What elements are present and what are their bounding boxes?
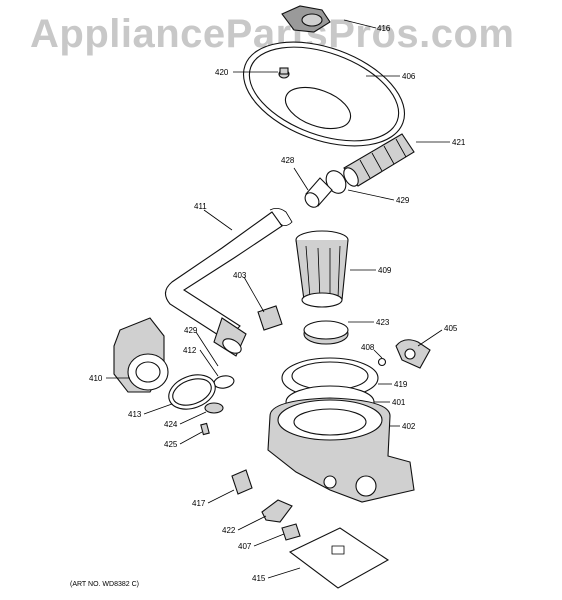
callout-425[interactable]: 425 [164,440,178,449]
part-421-ribbed-hose[interactable] [341,133,415,189]
callout-409[interactable]: 409 [378,266,392,275]
part-416-cap[interactable] [281,5,331,33]
part-407-clip[interactable] [281,523,301,541]
callout-401[interactable]: 401 [392,398,406,407]
part-402-sump[interactable] [267,397,415,503]
art-number: (ART NO. WD8382 C) [70,581,139,588]
callout-424[interactable]: 424 [164,420,178,429]
part-412-oring[interactable] [213,374,235,389]
part-428-tube[interactable] [302,177,333,210]
callout-416[interactable]: 416 [377,24,391,33]
part-405-sensor[interactable] [395,339,431,369]
part-409-filter[interactable] [295,230,349,308]
callout-421[interactable]: 421 [452,138,466,147]
callout-labels: 416 420 406 421 428 429 411 409 403 423 … [89,24,466,583]
callout-422[interactable]: 422 [222,526,236,535]
part-425-pin[interactable] [200,422,210,436]
part-424-cap[interactable] [204,402,224,414]
callout-407[interactable]: 407 [238,542,252,551]
part-410-pump-motor[interactable] [113,317,169,393]
callout-402[interactable]: 402 [402,422,416,431]
callout-419[interactable]: 419 [394,380,408,389]
callout-403[interactable]: 403 [233,271,247,280]
part-403-bracket[interactable] [257,305,283,331]
part-422-plug[interactable] [261,499,293,523]
callout-428[interactable]: 428 [281,156,295,165]
callout-423[interactable]: 423 [376,318,390,327]
callout-408[interactable]: 408 [361,343,375,352]
part-415-cover[interactable] [288,527,390,589]
part-411-drain-hose[interactable] [164,208,293,357]
callout-405[interactable]: 405 [444,324,458,333]
callout-410[interactable]: 410 [89,374,103,383]
callout-420[interactable]: 420 [215,68,229,77]
callout-413[interactable]: 413 [128,410,142,419]
part-408-ring[interactable] [377,357,387,367]
callout-411[interactable]: 411 [194,202,207,211]
part-413-ring[interactable] [164,369,220,415]
part-417-connector[interactable] [231,469,253,495]
callout-412[interactable]: 412 [183,346,197,355]
callout-417[interactable]: 417 [192,499,206,508]
callout-406[interactable]: 406 [402,72,416,81]
callout-415[interactable]: 415 [252,574,266,583]
callout-429-lower[interactable]: 429 [184,326,198,335]
part-423-disc[interactable] [303,320,349,345]
leader-lines [106,19,450,579]
callout-429-upper[interactable]: 429 [396,196,410,205]
part-420-knob[interactable] [278,67,290,79]
